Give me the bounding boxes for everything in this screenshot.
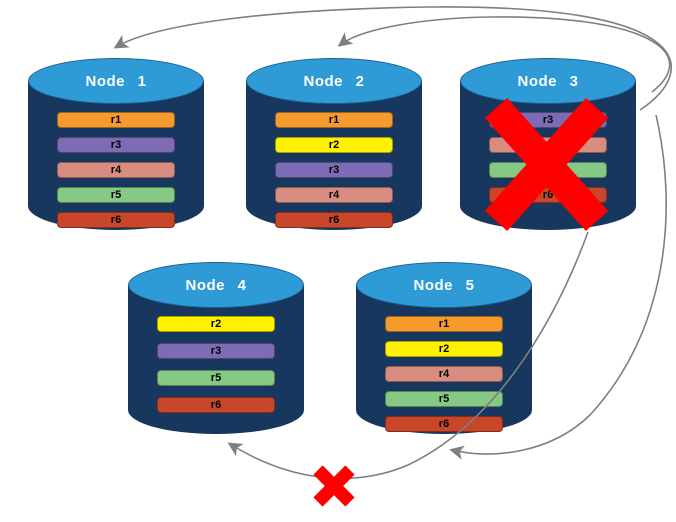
record-bar: r3: [157, 343, 275, 359]
record-bar: r2: [157, 316, 275, 332]
record-bar: r6: [157, 397, 275, 413]
record-bar: r6: [57, 212, 175, 228]
node-1-title: Node 1: [85, 72, 147, 90]
node-2: Node 2 r1 r2 r3 r4 r6: [246, 58, 422, 230]
record-bar: r4: [489, 137, 607, 153]
record-bar: r5: [385, 391, 503, 407]
node-1: Node 1 r1 r3 r4 r5 r6: [28, 58, 204, 230]
record-bar: r4: [385, 366, 503, 382]
record-bar: r2: [385, 341, 503, 357]
record-bar: r3: [57, 137, 175, 153]
record-bar: r6: [275, 212, 393, 228]
node-3-title: Node 3: [517, 72, 579, 90]
node-2-cap: Node 2: [246, 58, 422, 104]
record-bar: r3: [489, 112, 607, 128]
node-1-cap: Node 1: [28, 58, 204, 104]
record-bar: r4: [57, 162, 175, 178]
node-2-title: Node 2: [303, 72, 365, 90]
node-4-cap: Node 4: [128, 262, 304, 308]
node-2-records: r1 r2 r3 r4 r6: [275, 112, 393, 228]
record-bar: r1: [275, 112, 393, 128]
record-bar: r1: [385, 316, 503, 332]
node-5-cap: Node 5: [356, 262, 532, 308]
record-bar: r6: [489, 187, 607, 203]
node-4: Node 4 r2 r3 r5 r6: [128, 262, 304, 434]
record-bar: r1: [57, 112, 175, 128]
node-5-records: r1 r2 r4 r5 r6: [385, 316, 503, 432]
node-1-records: r1 r3 r4 r5 r6: [57, 112, 175, 228]
record-bar: r5: [157, 370, 275, 386]
node-4-title: Node 4: [185, 276, 247, 294]
node-4-records: r2 r3 r5 r6: [157, 316, 275, 413]
broken-link-x-icon: [313, 465, 355, 507]
node-3-records: r3 r4 r5 r6: [489, 112, 607, 203]
record-bar: r5: [57, 187, 175, 203]
node-3: Node 3 r3 r4 r5 r6: [460, 58, 636, 230]
node-5: Node 5 r1 r2 r4 r5 r6: [356, 262, 532, 434]
record-bar: r3: [275, 162, 393, 178]
node-5-title: Node 5: [413, 276, 475, 294]
record-bar: r2: [275, 137, 393, 153]
record-bar: r5: [489, 162, 607, 178]
node-3-cap: Node 3: [460, 58, 636, 104]
record-bar: r6: [385, 416, 503, 432]
record-bar: r4: [275, 187, 393, 203]
